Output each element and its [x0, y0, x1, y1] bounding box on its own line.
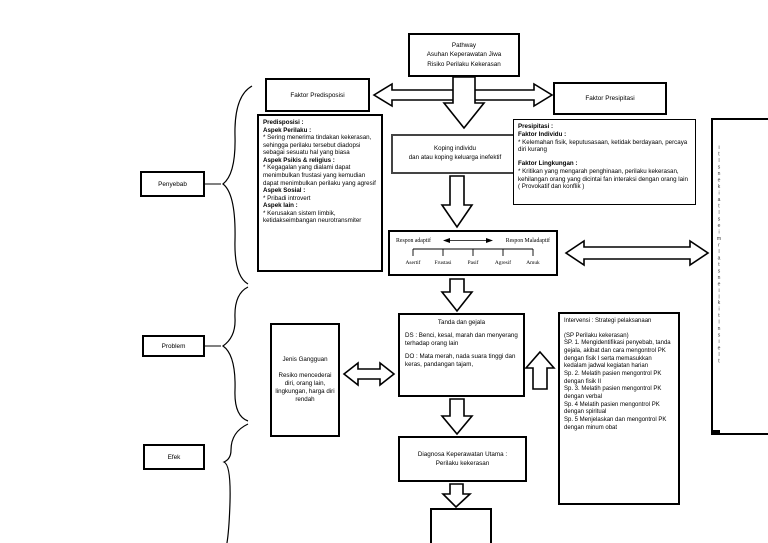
tick-amuk: Amuk — [526, 260, 540, 266]
double-arrow-respon-right-icon — [564, 239, 710, 267]
aspek-sosial-heading: Aspek Sosial : — [263, 187, 306, 195]
faktor-lingkungan-heading: Faktor Lingkungan : — [518, 160, 578, 167]
respon-adaptif-label: Respon adaptif — [396, 237, 431, 244]
faktor-presipitasi-label: Faktor Presipitasi — [585, 95, 635, 102]
tanda-do-text: DO : Mata merah, nada suara tinggi dan k… — [405, 353, 516, 368]
tick-agresif: Agresif — [494, 260, 512, 266]
tick-frustasi: Frustasi — [434, 260, 452, 266]
intervensi-sp1: SP. 1. Mengidentifikasi penyebab, tanda … — [564, 340, 671, 370]
double-arrow-thin-icon — [443, 238, 494, 243]
title-line-1: Pathway — [451, 42, 477, 50]
jenis-gangguan-title: Jenis Gangguan — [282, 355, 328, 363]
brace-penyebab — [222, 85, 253, 285]
intervensi-sp-header: (SP Perilaku kekerasan) — [564, 332, 629, 339]
problem-label: Problem — [161, 342, 186, 350]
double-arrow-jenis-tanda-icon — [342, 361, 396, 387]
jenis-gangguan-box: Jenis Gangguan Resiko mencederai diri, o… — [270, 323, 340, 437]
scale-ruler-icon — [412, 248, 534, 256]
presipitasi-detail-box: Presipitasi : Faktor Individu : * Kelema… — [513, 119, 696, 205]
tanda-gejala-title: Tanda dan gejala — [437, 319, 486, 326]
penyebab-label: Penyebab — [158, 180, 187, 188]
intervensi-title: Intervensi : Strategi pelaksanaan — [564, 318, 652, 324]
faktor-individu-heading: Faktor Individu : — [518, 130, 567, 138]
koping-line-1: Koping individu — [434, 145, 476, 153]
intervensi-sp2: Sp. 2. Melatih pasien mengontrol PK deng… — [564, 371, 662, 385]
brace-efek — [222, 423, 249, 543]
predisposisi-heading: Predisposisi : — [263, 119, 304, 126]
efek-label: Efek — [167, 453, 181, 461]
arrow-down-diagnosa-icon — [441, 483, 473, 509]
title-line-2: Asuhan Keperawatan Jiwa — [426, 51, 502, 59]
panel-corner-mark — [711, 430, 720, 434]
tick-asertif: Asertif — [405, 260, 421, 266]
jenis-gangguan-text: Resiko mencederai diri, orang lain, ling… — [275, 371, 335, 404]
vertical-illegible-text: kitlnsielt — [716, 300, 722, 365]
diagnosa-line-1: Diagnosa Keperawatan Utama : — [417, 450, 508, 458]
faktor-lingkungan-text: * Kritikan yang mengarah penghinaan, per… — [518, 167, 688, 191]
title-box: Pathway Asuhan Keperawatan Jiwa Risiko P… — [408, 33, 520, 77]
diagnosa-box: Diagnosa Keperawatan Utama : Perilaku ke… — [398, 436, 527, 482]
aspek-sosial-text: * Pribadi introvert — [263, 194, 311, 202]
tick-pasif: Pasif — [467, 260, 479, 266]
diagnosa-line-2: Perilaku kekerasan — [435, 460, 490, 467]
koping-line-2: dan atau koping keluarga inefektif — [408, 154, 502, 161]
aspek-lain-heading: Aspek lain : — [263, 202, 298, 210]
intervensi-sp3: Sp. 3. Melatih pasien mengontrol PK deng… — [564, 386, 662, 401]
aspek-perilaku-text: * Sering menerima tindakan kekerasan, se… — [263, 134, 372, 157]
faktor-predisposisi-label: Faktor Predisposisi — [290, 91, 345, 99]
aspek-psikis-text: * Kegagalan yang dialami dapat menimbulk… — [263, 164, 376, 187]
problem-label-box: Problem — [142, 335, 205, 357]
arrow-down-tanda-icon — [440, 398, 474, 436]
title-line-3: Risiko Perilaku Kekerasan — [427, 60, 501, 68]
aspek-lain-text: * Kerusakan sistem limbik, ketidakseimba… — [263, 209, 362, 225]
efek-label-box: Efek — [143, 444, 205, 470]
penyebab-label-box: Penyebab — [140, 171, 205, 197]
presipitasi-heading: Presipitasi : — [518, 123, 554, 130]
intervensi-sp4: Sp. 4 Melatih pasien mengontrol PK denga… — [564, 401, 660, 416]
predisposisi-detail-box: Predisposisi : Aspek Perilaku : * Sering… — [257, 114, 383, 272]
faktor-individu-text: * Kelemahan fisik, keputusasaan, ketidak… — [518, 138, 688, 154]
brace-problem — [221, 286, 249, 422]
arrow-down-koping-icon — [440, 175, 474, 229]
faktor-predisposisi-box: Faktor Predisposisi — [265, 78, 370, 112]
aspek-perilaku-heading: Aspek Perilaku : — [263, 126, 312, 134]
arrow-down-respon-icon — [440, 278, 474, 313]
vertical-illegible-text: itlsnekiatlseimrlatsneil — [716, 145, 722, 301]
intervensi-sp5: Sp. 5 Menjelaskan dan mengontrol PK deng… — [564, 417, 667, 431]
intervensi-box: Intervensi : Strategi pelaksanaan (SP Pe… — [558, 312, 680, 505]
bottom-cutoff-box — [430, 508, 492, 543]
tanda-gejala-box: Tanda dan gejala DS : Benci, kesal, mara… — [398, 313, 525, 397]
right-cutoff-panel — [711, 118, 768, 435]
respon-scale-box: Respon adaptif Respon Maladaptif Asertif… — [388, 230, 558, 276]
tanda-ds-text: DS : Benci, kesal, marah dan menyerang t… — [405, 331, 518, 347]
arrow-up-intervensi-icon — [524, 350, 556, 390]
koping-box: Koping individu dan atau koping keluarga… — [391, 134, 519, 174]
respon-maladaptif-label: Respon Maladaptif — [505, 237, 550, 244]
arrow-down-title-icon — [442, 76, 486, 130]
faktor-presipitasi-box: Faktor Presipitasi — [553, 82, 667, 115]
aspek-psikis-heading: Aspek Psikis & religius : — [263, 156, 335, 164]
